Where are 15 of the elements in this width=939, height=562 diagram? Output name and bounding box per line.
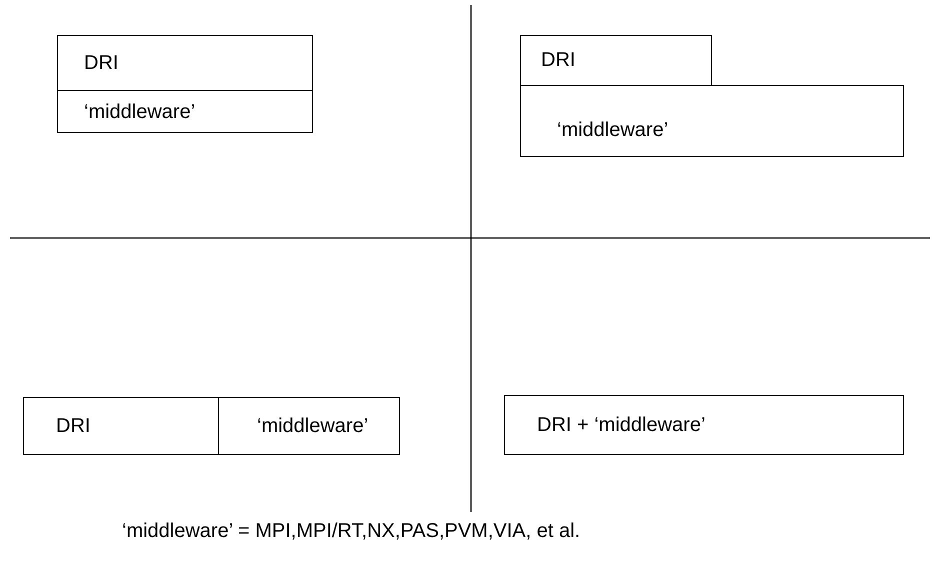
text-box (57, 35, 313, 91)
text-box (504, 395, 904, 455)
text-box (57, 90, 313, 133)
text-box (520, 85, 904, 157)
footnote: ‘middleware’ = MPI,MPI/RT,NX,PAS,PVM,VIA, et al. (122, 520, 580, 543)
box-label: DRI + ‘middleware’ (537, 414, 706, 437)
box-label: DRI (541, 49, 576, 72)
text-box (520, 35, 712, 86)
box-label: ‘middleware’ (84, 101, 196, 124)
text-box (218, 397, 400, 455)
box-label: DRI (84, 52, 118, 75)
box-label: ‘middleware’ (557, 119, 668, 142)
box-label: DRI (56, 415, 90, 438)
box-label: ‘middleware’ (257, 415, 368, 438)
text-box (23, 397, 219, 455)
